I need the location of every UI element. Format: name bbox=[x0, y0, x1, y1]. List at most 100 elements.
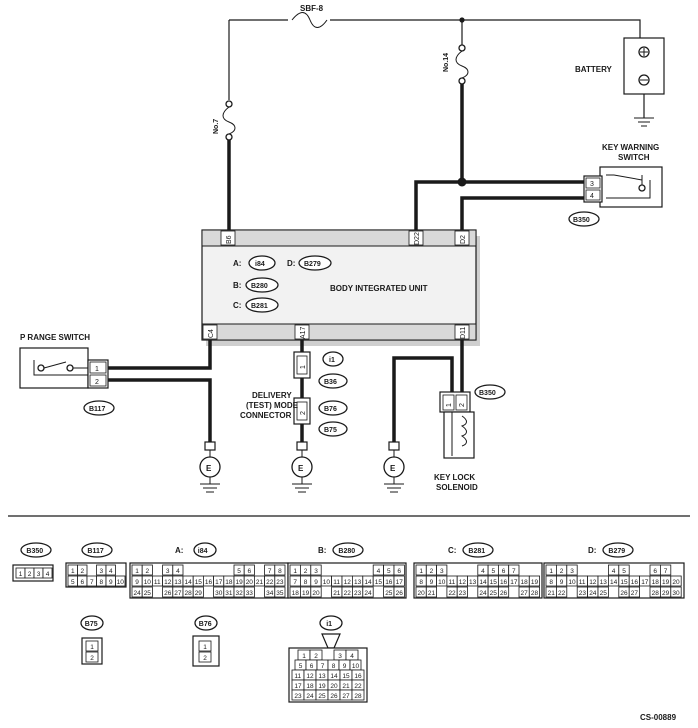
badge-b279 bbox=[298, 255, 332, 271]
cv-i1-pin-label: 16 bbox=[354, 673, 362, 680]
kws-label-1: KEY WARNING bbox=[602, 143, 659, 152]
cv-b280-pin-label: 4 bbox=[377, 568, 381, 575]
cv-b279-pin-label: 3 bbox=[570, 568, 574, 575]
cv-i1-pin-label: 19 bbox=[318, 683, 326, 690]
kws-pin-4: 4 bbox=[590, 193, 594, 200]
kws-pin-3: 3 bbox=[590, 181, 594, 188]
pin-d22: D22 bbox=[414, 232, 421, 245]
cv-i1-pin-label: 18 bbox=[306, 683, 314, 690]
cv-b117-cell bbox=[115, 575, 126, 587]
cv-b76-pin-label: 2 bbox=[203, 655, 207, 662]
svg-text:B350: B350 bbox=[479, 390, 496, 397]
cv-i84-pin-label: 28 bbox=[185, 590, 193, 597]
cv-b281-cell bbox=[425, 586, 437, 598]
cv-i84-pin-label: 16 bbox=[205, 579, 213, 586]
svg-text:i1: i1 bbox=[329, 357, 335, 364]
cv-i84-pin-label: 25 bbox=[144, 590, 152, 597]
cv-b75-pin-label: 1 bbox=[90, 644, 94, 651]
cv-i1-pin-label: 9 bbox=[343, 663, 347, 670]
cv-b279-pin-label: 18 bbox=[652, 579, 660, 586]
cv-i84-pin-label: 33 bbox=[246, 590, 254, 597]
cv-b117-pin-label: 5 bbox=[71, 579, 75, 586]
cv-b279-title: B279 bbox=[608, 548, 625, 555]
cv-b281-pin-label: 23 bbox=[459, 590, 467, 597]
cv-i1-pin-label: 5 bbox=[299, 663, 303, 670]
cv-b76-pin-label: 1 bbox=[203, 644, 207, 651]
cv-i84-pin-label: 18 bbox=[225, 579, 233, 586]
cv-b279-pin-label: 28 bbox=[652, 590, 660, 597]
cv-i84-pin-label: 13 bbox=[174, 579, 182, 586]
cv-b279-pin-label: 20 bbox=[672, 579, 680, 586]
cv-b75-pin-label: 2 bbox=[90, 655, 94, 662]
cv-b281-pin-label: 16 bbox=[500, 579, 508, 586]
cv-b281-pin-label: 12 bbox=[459, 579, 467, 586]
cv-b280-pin-label: 1 bbox=[293, 568, 297, 575]
cv-b279-pin-label: 24 bbox=[589, 590, 597, 597]
cv-b279-pin-label: 16 bbox=[631, 579, 639, 586]
cv-b279-pin-label: 8 bbox=[549, 579, 553, 586]
wire-junction-to-kws3 bbox=[414, 180, 584, 230]
cv-b279-pin-label: 12 bbox=[589, 579, 597, 586]
pin-b6: B6 bbox=[226, 235, 233, 244]
cv-b279-cell bbox=[618, 564, 630, 576]
cv-b280-pin-label: 15 bbox=[375, 579, 383, 586]
cv-b279-badge bbox=[602, 542, 634, 558]
cv-b280-pin-label: 13 bbox=[354, 579, 362, 586]
cv-i1-pin-label: 1 bbox=[302, 653, 306, 660]
cv-b281-pin-label: 20 bbox=[418, 590, 426, 597]
svg-text:1: 1 bbox=[446, 403, 453, 407]
cv-b280-cell bbox=[310, 586, 322, 598]
cv-b280-pin-label: 24 bbox=[364, 590, 372, 597]
cv-b117-pin-label: 4 bbox=[109, 568, 113, 575]
cv-i84-pin-label: 20 bbox=[246, 579, 254, 586]
cv-i84-cell bbox=[243, 564, 255, 576]
cv-b117-pin-label: 1 bbox=[71, 568, 75, 575]
cv-i1-pin-label: 8 bbox=[332, 663, 336, 670]
wire-prange2-to-ground bbox=[108, 378, 212, 448]
cv-i84-pin-label: 1 bbox=[135, 568, 139, 575]
cv-b280-pin-label: 22 bbox=[344, 590, 352, 597]
cv-b279-pin-label: 2 bbox=[560, 568, 564, 575]
cv-b76-title: B76 bbox=[199, 621, 212, 628]
fuse-no7-symbol bbox=[222, 106, 236, 135]
cv-b281-pin-label: 9 bbox=[430, 579, 434, 586]
battery-plus-icon bbox=[640, 48, 648, 56]
cv-i1-pin-label: 2 bbox=[314, 653, 318, 660]
cv-i1-pin-label: 20 bbox=[330, 683, 338, 690]
svg-text:(TEST) MODE: (TEST) MODE bbox=[246, 401, 299, 410]
cv-i84-pin-label: 21 bbox=[256, 579, 264, 586]
cv-b280-pin-label: 12 bbox=[344, 579, 352, 586]
cv-b281-pin-label: 18 bbox=[521, 579, 529, 586]
p-range-label: P RANGE SWITCH bbox=[20, 333, 90, 342]
cv-i1-pin-label: 22 bbox=[354, 683, 362, 690]
badge-b350-solenoid bbox=[474, 384, 506, 400]
cv-b280-cell bbox=[393, 586, 405, 598]
cv-b281-pin-label: 22 bbox=[448, 590, 456, 597]
svg-text:B280: B280 bbox=[251, 283, 268, 290]
cv-b281-pin-label: 26 bbox=[500, 590, 508, 597]
cv-i84-pin-label: 3 bbox=[166, 568, 170, 575]
cv-i84-pin-label: 22 bbox=[266, 579, 274, 586]
cv-b279-pin-label: 17 bbox=[641, 579, 649, 586]
cv-b279-pin-label: 29 bbox=[662, 590, 670, 597]
cv-b280-cell bbox=[362, 586, 374, 598]
cv-b281-badge bbox=[462, 542, 494, 558]
cv-b279-pin-label: 7 bbox=[664, 568, 668, 575]
cv-i84-pin-label: 24 bbox=[134, 590, 142, 597]
cv-i1-pin-label: 21 bbox=[342, 683, 350, 690]
cv-i84-pin-label: 11 bbox=[154, 579, 161, 586]
cv-b75-badge bbox=[80, 615, 104, 631]
cv-i1-pin-label: 24 bbox=[306, 693, 314, 700]
cv-b279-pin-label: 23 bbox=[579, 590, 587, 597]
cv-i84-pin-label: 14 bbox=[185, 579, 193, 586]
cv-b279-pin-label: 26 bbox=[620, 590, 628, 597]
svg-text:1: 1 bbox=[300, 365, 307, 369]
ground-icon-right bbox=[384, 450, 404, 493]
badge-b280 bbox=[245, 277, 279, 293]
svg-text:B117: B117 bbox=[89, 406, 105, 413]
cv-b280-cell bbox=[393, 564, 405, 576]
pin-a17: A17 bbox=[300, 326, 307, 339]
cv-b280-pin-label: 3 bbox=[314, 568, 318, 575]
pin-d2: D2 bbox=[460, 235, 467, 244]
